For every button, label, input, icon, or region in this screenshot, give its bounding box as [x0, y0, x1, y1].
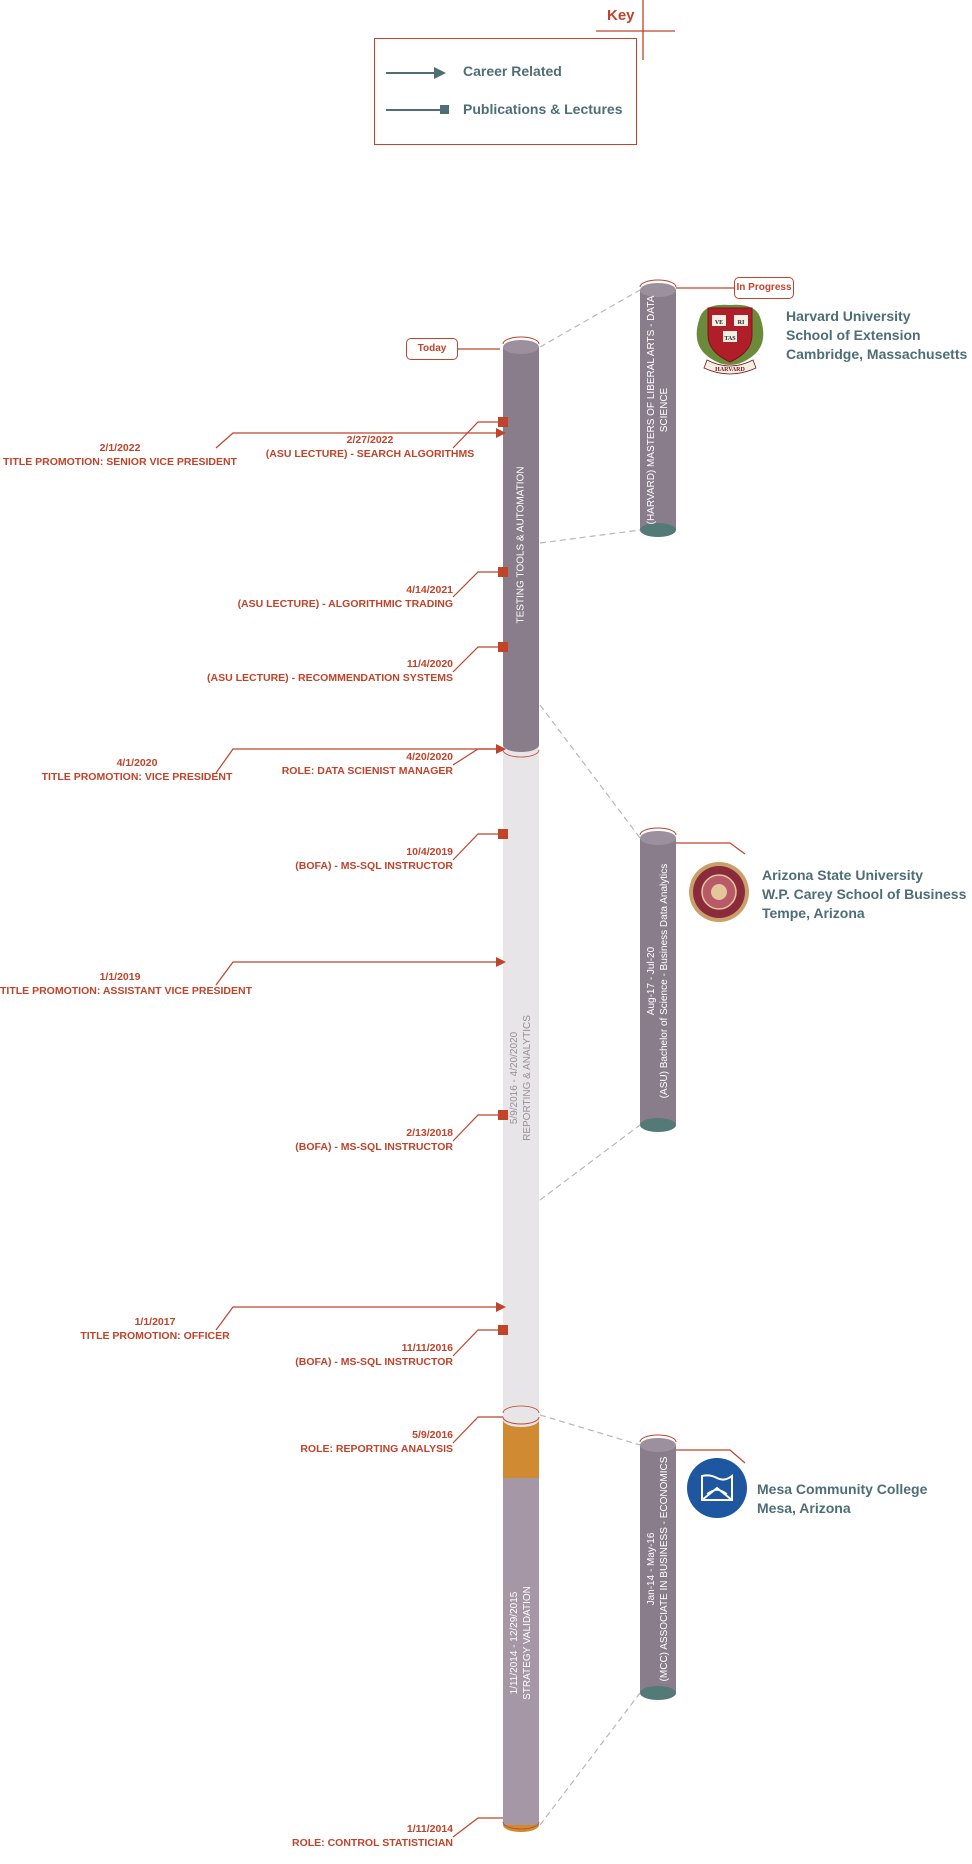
- publication-event-label: 4/14/2021(ASU LECTURE) - ALGORITHMIC TRA…: [237, 584, 453, 610]
- education-bar-label-mcc: Jan-14 - May-16 (MCC) ASSOCIATE IN BUSIN…: [646, 1456, 670, 1682]
- education-bar-harvard: [639, 279, 677, 537]
- education-bar-label-harvard: (HARVARD) MASTERS OF LIBERAL ARTS - DATA…: [646, 295, 670, 525]
- in-progress-badge: In Progress: [734, 277, 794, 299]
- mcc-logo-icon: [687, 1458, 747, 1518]
- publication-event-label: 11/11/2016(BOFA) - MS-SQL INSTRUCTOR: [295, 1342, 453, 1368]
- education-bar-mcc: [639, 1434, 677, 1700]
- harvard-crest-icon: VE RI TAS HARVARD: [696, 304, 764, 375]
- education-bar-label-asu: Aug-17 - Jul-20 (ASU) Bachelor of Scienc…: [646, 863, 670, 1099]
- today-badge: Today: [406, 338, 458, 360]
- career-related-label: Career Related: [463, 63, 562, 79]
- segment-strategy-validation: [503, 1478, 539, 1825]
- publication-lines: [452, 417, 508, 1838]
- publications-lectures-label: Publications & Lectures: [463, 101, 623, 117]
- publication-event-label: 11/4/2020(ASU LECTURE) - RECOMMENDATION …: [207, 658, 453, 684]
- school-harvard: Harvard University School of Extension C…: [786, 308, 968, 362]
- key-title: Key: [607, 7, 635, 24]
- svg-text:HARVARD: HARVARD: [715, 367, 745, 373]
- education-bar-asu: [639, 827, 677, 1132]
- school-mcc: Mesa Community College Mesa, Arizona: [757, 1481, 928, 1516]
- asu-seal-icon: [689, 862, 749, 922]
- segment-reporting-analysis: [503, 1420, 539, 1478]
- mcc-connector: [676, 1449, 746, 1464]
- square-marker-icon: [440, 105, 449, 114]
- main-timeline-bar: [502, 336, 540, 1832]
- segment-testing-tools: [503, 347, 539, 745]
- publication-event-label: 2/13/2018(BOFA) - MS-SQL INSTRUCTOR: [295, 1127, 453, 1153]
- school-asu: Arizona State University W.P. Carey Scho…: [762, 867, 967, 921]
- dashed-connectors: [539, 289, 641, 1826]
- asu-connector: [676, 842, 746, 855]
- arrow-head-icon: [434, 67, 446, 79]
- svg-text:TAS: TAS: [724, 336, 736, 342]
- career-arrows: [215, 428, 506, 1331]
- segment-label-reporting: 5/9/2016 - 4/20/2020 REPORTING & ANALYTI…: [509, 1015, 533, 1141]
- segment-label-testing: TESTING TOOLS & AUTOMATION: [515, 466, 527, 624]
- segment-reporting-analytics: [503, 745, 539, 1420]
- publication-event-label: 2/27/2022(ASU LECTURE) - SEARCH ALGORITH…: [265, 434, 475, 460]
- svg-text:VE: VE: [715, 320, 723, 326]
- key-legend-box: [374, 38, 637, 145]
- segment-label-strategy: 1/11/2014 - 12/29/2015 STRATEGY VALIDATI…: [509, 1586, 533, 1700]
- publication-event-label: 10/4/2019(BOFA) - MS-SQL INSTRUCTOR: [295, 846, 453, 872]
- svg-text:RI: RI: [738, 320, 745, 326]
